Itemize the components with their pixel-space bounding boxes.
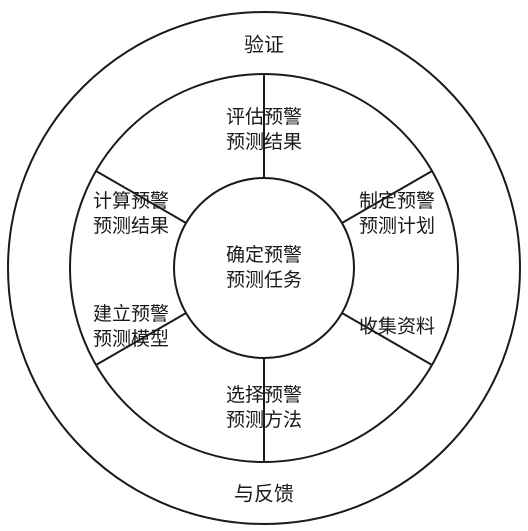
- segment-build-line1: 建立预警: [92, 303, 170, 325]
- segment-evaluate-line1: 评估预警: [225, 106, 303, 128]
- segment-select-line1: 选择预警: [225, 384, 303, 406]
- outer-ring: [7, 11, 521, 525]
- segment-select: 选择预警 预测方法: [226, 383, 302, 433]
- segment-compute-line2: 预测结果: [92, 215, 170, 237]
- segment-plan-line2: 预测计划: [358, 215, 436, 237]
- segment-compute: 计算预警 预测结果: [93, 189, 169, 239]
- segment-evaluate-line2: 预测结果: [225, 131, 303, 153]
- segment-compute-line1: 计算预警: [92, 190, 170, 212]
- segment-plan-line1: 制定预警: [358, 190, 436, 212]
- center-label: 确定预警 预测任务: [226, 243, 302, 293]
- segment-collect-line1: 收集资料: [358, 315, 436, 338]
- center-label-line2: 预测任务: [225, 269, 303, 291]
- segment-plan: 制定预警 预测计划: [359, 189, 435, 239]
- center-label-line1: 确定预警: [225, 244, 303, 266]
- segment-divider-3: [95, 170, 187, 224]
- segment-evaluate: 评估预警 预测结果: [226, 105, 302, 155]
- outer-bottom-label: 与反馈: [234, 481, 294, 506]
- segment-select-line2: 预测方法: [225, 409, 303, 431]
- segment-divider-6: [341, 312, 433, 366]
- segment-divider-1: [341, 170, 433, 224]
- segment-build: 建立预警 预测模型: [93, 302, 169, 352]
- segment-divider-4: [95, 312, 187, 366]
- segment-collect: 收集资料: [359, 315, 435, 340]
- segment-build-line2: 预测模型: [92, 328, 170, 350]
- outer-top-label: 验证: [244, 32, 284, 57]
